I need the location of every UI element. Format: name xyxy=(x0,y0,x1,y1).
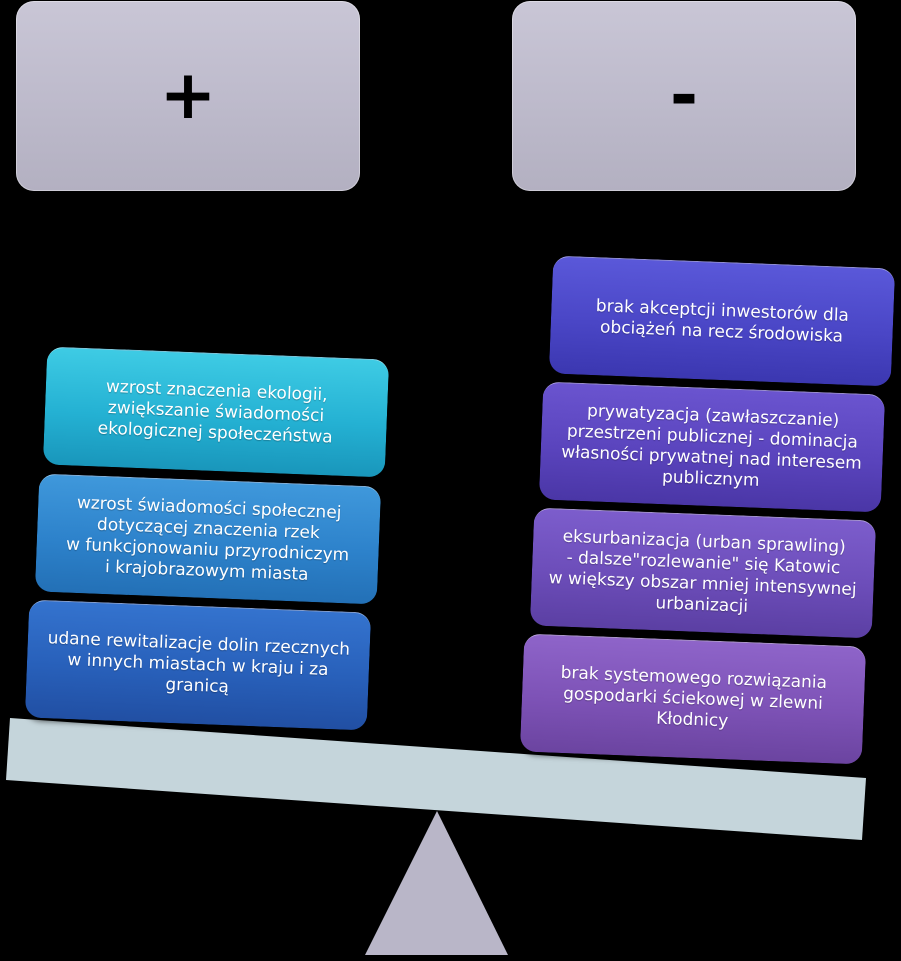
scale-fulcrum xyxy=(365,811,508,955)
negative-factor-card: brak systemowego rozwiązania gospodarki … xyxy=(519,633,867,765)
positive-factor-text: wzrost znaczenia ekologii, zwiększanie ś… xyxy=(97,376,334,448)
positive-factor-card: wzrost znaczenia ekologii, zwiększanie ś… xyxy=(42,346,390,478)
positive-factor-card: udane rewitalizacje dolin rzecznych w in… xyxy=(24,599,372,731)
plus-header-box: + xyxy=(16,1,360,191)
negative-factor-text: brak akceptcji inwestorów dla obciążeń n… xyxy=(595,295,850,347)
minus-sign: - xyxy=(669,56,699,135)
positive-factor-text: wzrost świadomości społecznej dotyczącej… xyxy=(65,492,350,585)
negative-factor-card: prywatyzacja (zawłaszczanie) przestrzeni… xyxy=(538,381,886,513)
positive-factor-card: wzrost świadomości społecznej dotyczącej… xyxy=(34,473,382,605)
negative-factor-text: brak systemowego rozwiązania gospodarki … xyxy=(560,662,828,732)
negative-factor-card: brak akceptcji inwestorów dla obciążeń n… xyxy=(548,255,896,387)
positive-factor-text: udane rewitalizacje dolin rzecznych w in… xyxy=(47,628,351,698)
negative-factor-card: eksurbanizacja (urban sprawling) - dalsz… xyxy=(529,507,877,639)
scale-beam xyxy=(6,718,866,840)
plus-sign: + xyxy=(159,56,217,135)
negative-factor-text: prywatyzacja (zawłaszczanie) przestrzeni… xyxy=(560,400,863,491)
minus-header-box: - xyxy=(512,1,856,191)
negative-factor-text: eksurbanizacja (urban sprawling) - dalsz… xyxy=(548,526,857,617)
